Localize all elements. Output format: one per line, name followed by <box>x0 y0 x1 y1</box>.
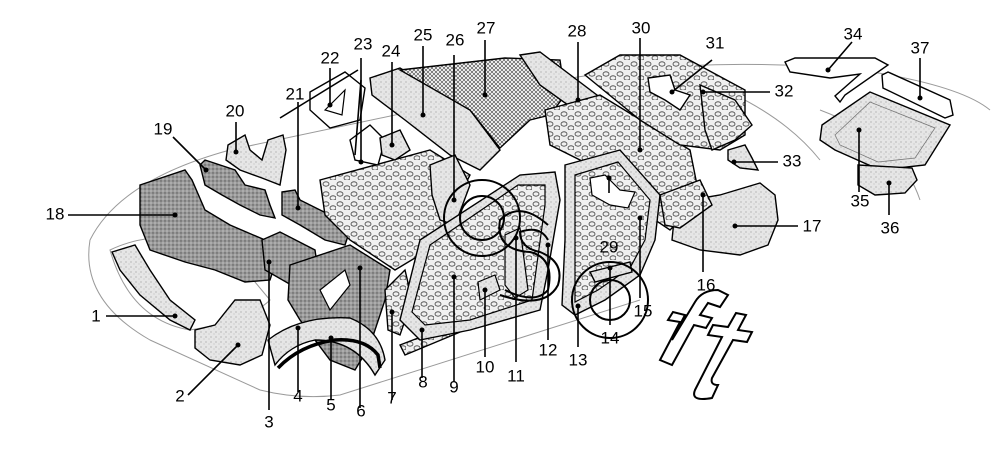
callout-30: 30 <box>631 18 651 38</box>
part-20 <box>225 133 287 186</box>
callout-3: 3 <box>264 412 274 432</box>
part-37 <box>881 71 954 119</box>
callout-15: 15 <box>633 301 653 321</box>
callout-17: 17 <box>802 216 822 236</box>
callout-16: 16 <box>696 275 716 295</box>
part-22 <box>309 71 366 129</box>
callout-8: 8 <box>418 372 428 392</box>
part-16 <box>659 179 713 229</box>
callout-29: 29 <box>599 237 619 257</box>
part-22-triangle <box>323 88 346 116</box>
part-19 <box>199 159 277 219</box>
callout-11: 11 <box>507 366 525 386</box>
callout-13: 13 <box>568 350 588 370</box>
leader-lines <box>68 38 923 410</box>
callout-4: 4 <box>293 386 303 406</box>
part-6-cutout <box>319 268 351 312</box>
callout-33: 33 <box>782 151 802 171</box>
callout-14: 14 <box>600 328 620 348</box>
part-35-inner <box>834 101 936 163</box>
callout-35: 35 <box>850 191 870 211</box>
part-5 <box>276 338 382 370</box>
part-36 <box>857 164 918 196</box>
callout-23: 23 <box>353 34 373 54</box>
callout-9: 9 <box>449 377 459 397</box>
part-1 <box>111 244 196 331</box>
callout-6: 6 <box>356 401 366 421</box>
callout-27: 27 <box>476 18 496 38</box>
callout-25: 25 <box>413 25 433 45</box>
callout-20: 20 <box>225 101 245 121</box>
part-32 <box>699 83 753 151</box>
callout-22: 22 <box>320 48 340 68</box>
callout-19: 19 <box>153 119 173 139</box>
part-31 <box>647 74 692 111</box>
callout-21: 21 <box>285 84 305 104</box>
callout-28: 28 <box>567 21 587 41</box>
callout-37: 37 <box>910 38 930 58</box>
callout-7: 7 <box>387 388 397 408</box>
callout-12: 12 <box>538 340 558 360</box>
callout-31: 31 <box>705 33 725 53</box>
callout-36: 36 <box>880 218 900 238</box>
part-33 <box>727 144 760 171</box>
callout-26: 26 <box>445 30 465 50</box>
callout-32: 32 <box>774 81 794 101</box>
callout-34: 34 <box>843 24 863 44</box>
part-24 <box>379 129 411 161</box>
part-2 <box>194 299 271 366</box>
callout-24: 24 <box>381 41 401 61</box>
callout-5: 5 <box>326 395 336 415</box>
callout-1: 1 <box>91 306 101 326</box>
part-34 <box>784 57 890 104</box>
callout-2: 2 <box>175 386 185 406</box>
callout-10: 10 <box>475 357 495 377</box>
callout-18: 18 <box>45 204 65 224</box>
part-10 <box>477 274 501 301</box>
part-14 <box>588 261 633 283</box>
